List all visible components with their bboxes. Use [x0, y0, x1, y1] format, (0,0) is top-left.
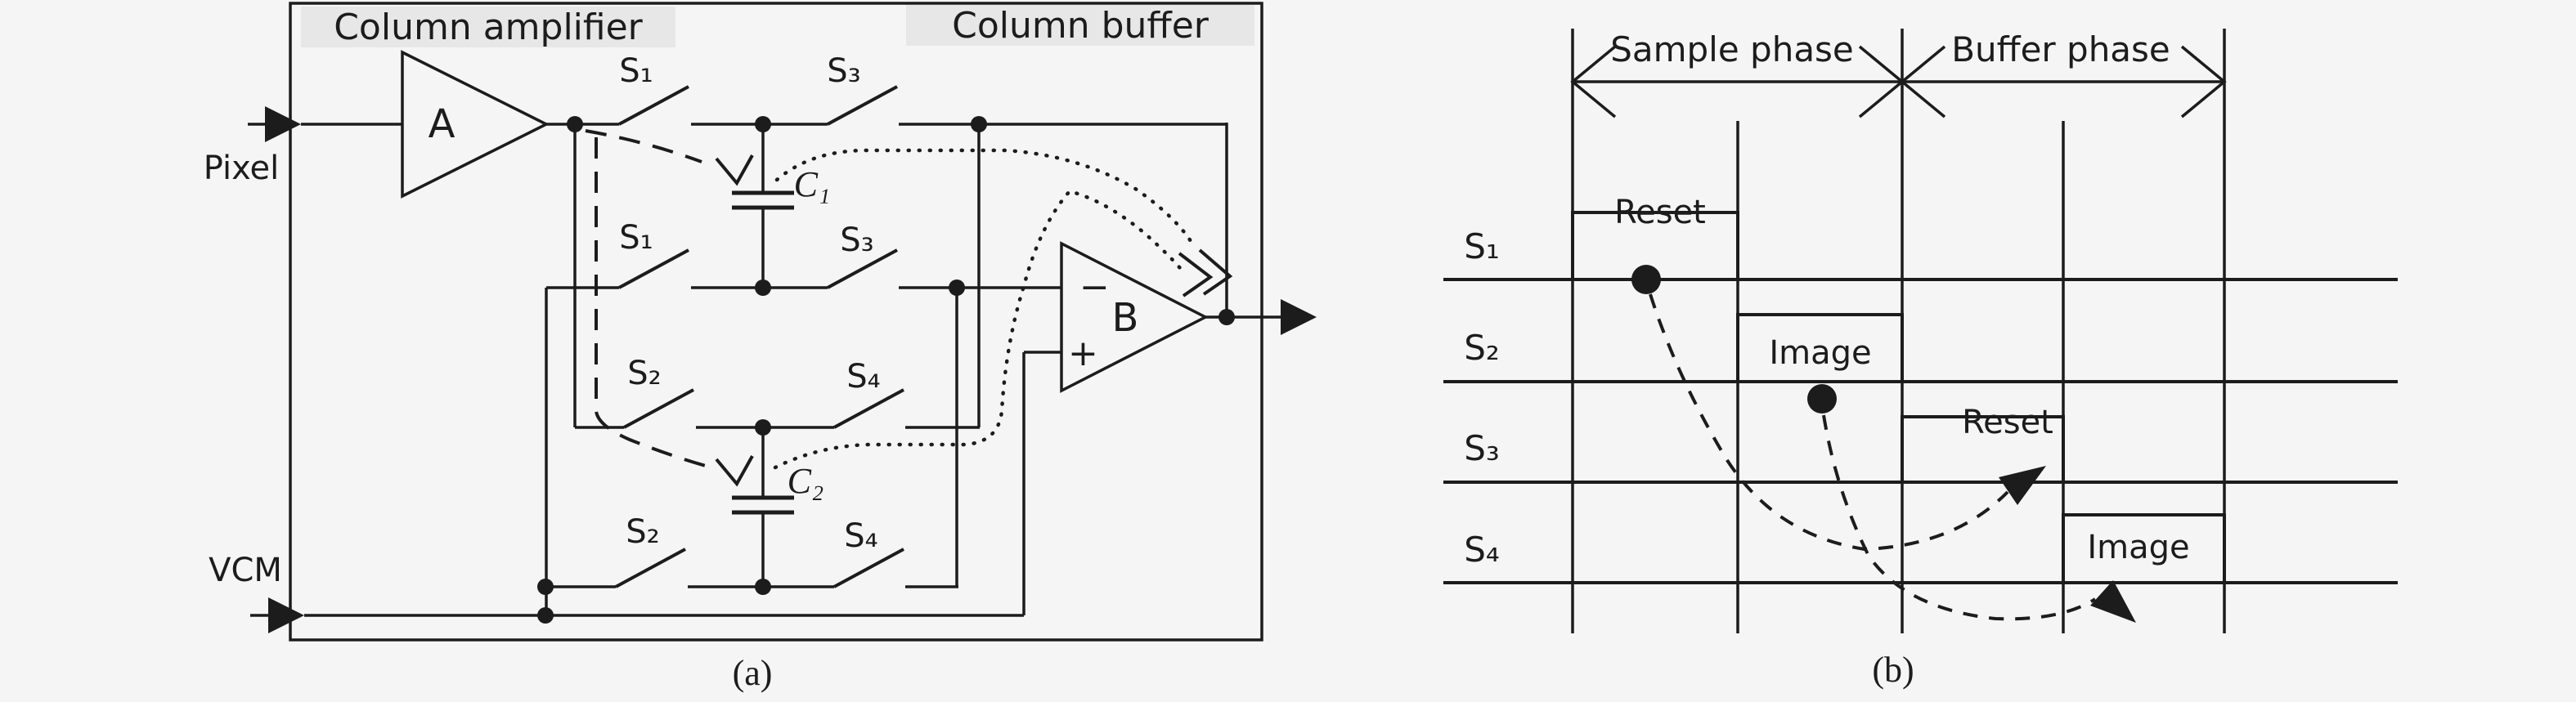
timing-row-label-s3: S₃ [1464, 428, 1500, 468]
vcm-input-arrow-icon [268, 597, 304, 633]
buffer-arrowhead-2-icon [1198, 248, 1233, 296]
switch-s2-bottom-label: S₂ [626, 513, 659, 551]
caption-a: (a) [733, 653, 773, 693]
trajectory-s1-to-s3 [1649, 293, 2009, 552]
circuit-border-box [289, 2, 1263, 642]
amplifier-b-triangle [1060, 241, 1209, 393]
switch-s3-bottom-blade [827, 248, 898, 289]
buffer-phase-label: Buffer phase [1951, 29, 2170, 69]
s1-sample-dot [1631, 265, 1661, 294]
pixel-input-label: Pixel [204, 150, 280, 187]
node-output [1218, 309, 1235, 325]
output-arrow-icon [1281, 299, 1317, 335]
capacitor-c2-label: C₂ [788, 461, 824, 501]
trajectory-s2-to-s4 [1822, 414, 2097, 621]
s2-sample-dot [1807, 384, 1837, 414]
switch-s1-top-label: S₁ [619, 52, 653, 90]
s1-pulse-label: Reset [1614, 194, 1706, 231]
switch-s4-top-label: S₄ [846, 358, 880, 396]
switch-s3-top-blade [827, 85, 898, 126]
column-amplifier-strip [301, 7, 675, 47]
switch-s2-top-label: S₂ [627, 355, 661, 392]
buffer-arrow-from-c2 [773, 189, 1187, 470]
b-plus-sign: + [1068, 333, 1098, 374]
column-buffer-title: Column buffer [952, 5, 1209, 47]
trajectory-arrowhead-s3-icon [1999, 466, 2046, 505]
s1-reset-pulse [1571, 211, 1739, 279]
sample-arrow-to-c1 [585, 129, 702, 163]
s3-reset-pulse [1901, 415, 2065, 482]
caption-b: (b) [1872, 650, 1914, 690]
trajectory-arrowhead-s4-icon [2090, 580, 2136, 623]
switch-s1-top-blade [618, 85, 689, 126]
timing-row-label-s2: S₂ [1464, 328, 1500, 368]
buffer-arrow-from-c1 [774, 148, 1195, 246]
timing-diagram: Sample phase Buffer phase S₁ S₂ S₃ S₄ Re… [1443, 29, 2398, 690]
buffer-arrowhead-1-icon [1178, 252, 1214, 297]
switch-s4-top-blade [833, 388, 904, 429]
switch-s3-top-label: S₃ [827, 52, 860, 90]
s2-image-pulse [1736, 313, 1904, 382]
s4-pulse-label: Image [2087, 529, 2189, 566]
timing-row-label-s4: S₄ [1464, 530, 1500, 570]
switch-s1-bottom-label: S₁ [619, 219, 653, 257]
amplifier-a-label: A [429, 101, 456, 147]
s4-image-pulse [2062, 513, 2226, 583]
s3-pulse-label: Reset [1962, 404, 2053, 441]
b-minus-sign: − [1079, 266, 1110, 308]
column-buffer-strip [906, 5, 1254, 46]
sample-arrowhead-c1-icon [715, 154, 754, 186]
sample-arrow-to-c2 [595, 137, 712, 469]
sample-arrowhead-c2-icon [715, 455, 754, 487]
column-amplifier-title: Column amplifier [334, 7, 643, 48]
pixel-input-arrow-icon [265, 106, 301, 142]
switch-s1-bottom-blade [618, 248, 689, 289]
capacitor-c1-label: C₁ [794, 164, 831, 204]
switch-s2-top-blade [623, 388, 694, 429]
s2-pulse-label: Image [1769, 334, 1871, 372]
circuit-diagram: Column amplifier Column buffer Pixel A S… [204, 2, 1317, 693]
switch-s3-bottom-label: S₃ [840, 221, 873, 259]
sample-phase-label: Sample phase [1610, 29, 1854, 69]
timing-row-label-s1: S₁ [1464, 226, 1500, 266]
amplifier-a-triangle [401, 50, 550, 199]
vcm-input-label: VCM [209, 552, 282, 589]
switch-s4-bottom-label: S₄ [844, 517, 877, 555]
switch-s4-bottom-blade [833, 548, 904, 588]
switch-s2-bottom-blade [615, 548, 686, 588]
amplifier-b-label: B [1112, 295, 1139, 341]
